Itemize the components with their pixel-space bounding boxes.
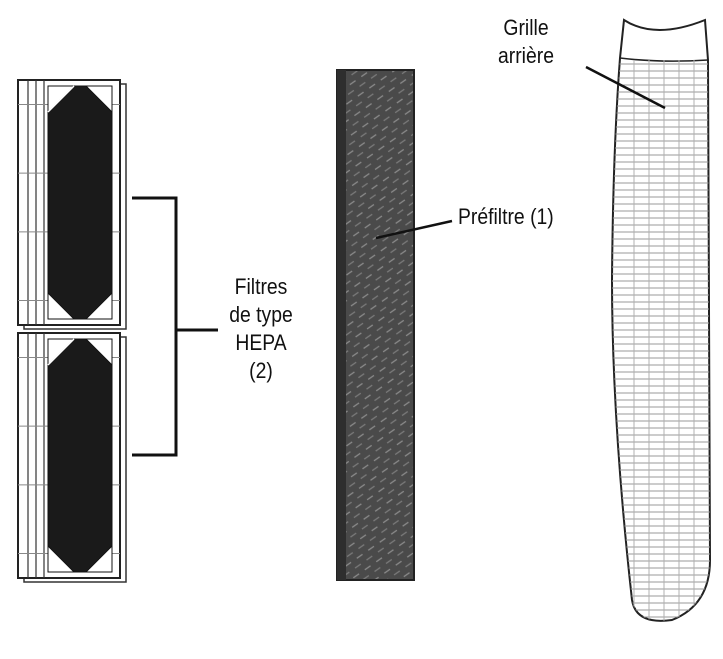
hepa-filter-1 (17, 79, 127, 330)
hepa-label: Filtres de type HEPA (2) (213, 273, 310, 385)
prefilter-leader-line (375, 219, 453, 240)
hepa-label-line2: de type (229, 302, 293, 327)
hepa-filters (17, 79, 127, 583)
grille-label: Grille arrière (484, 14, 568, 70)
prefilter-label: Préfiltre (1) (458, 204, 554, 229)
grille-label-line1: Grille (503, 15, 549, 40)
grille-label-line2: arrière (498, 43, 554, 68)
grille-leader-line (585, 65, 666, 110)
hepa-filter-2 (17, 332, 127, 583)
hepa-bracket (132, 196, 218, 457)
hepa-label-line1: Filtres (234, 274, 288, 299)
prefilter-panel (336, 69, 415, 581)
hepa-label-line3: HEPA (235, 330, 287, 355)
rear-grille (610, 18, 712, 622)
hepa-label-line4: (2) (249, 358, 273, 383)
